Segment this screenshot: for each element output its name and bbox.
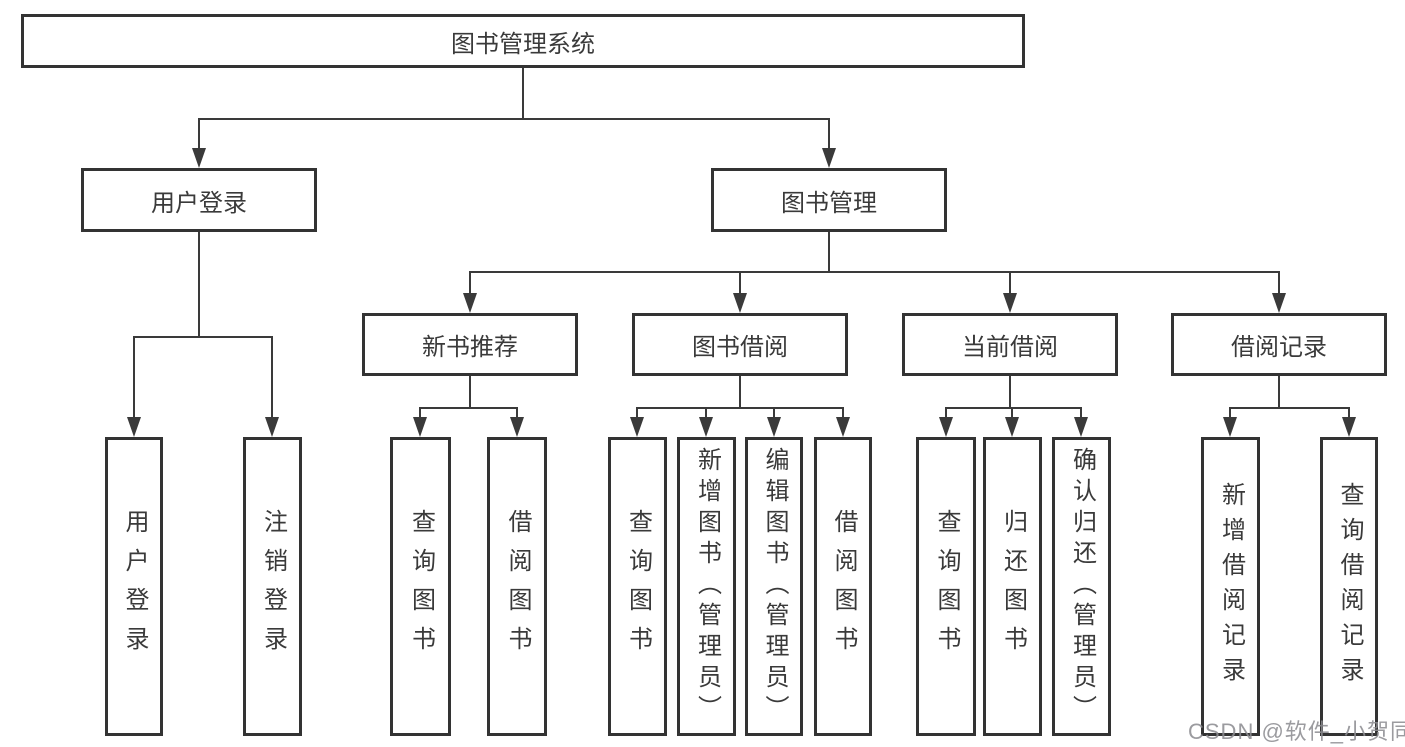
connector-line xyxy=(636,407,638,421)
node-user-login-label: 用户登录 xyxy=(151,189,247,217)
connector-arrow xyxy=(265,417,279,437)
connector-line xyxy=(1229,407,1231,421)
connector-arrow xyxy=(822,148,836,168)
connector-line xyxy=(419,407,421,421)
connector-line xyxy=(1009,376,1011,407)
leaf-query-books-borrowing-label: 查询图书 xyxy=(624,508,652,665)
connector-line xyxy=(828,118,830,150)
connector-line xyxy=(469,376,471,407)
connector-arrow xyxy=(939,417,953,437)
connector-arrow xyxy=(767,417,781,437)
leaf-query-books-recommend-label: 查询图书 xyxy=(407,508,435,665)
connector-line xyxy=(1278,376,1280,407)
connector-line xyxy=(198,118,830,120)
connector-arrow xyxy=(1074,417,1088,437)
connector-line xyxy=(198,118,200,150)
node-new-book-recommend-label: 新书推荐 xyxy=(422,334,518,361)
node-borrow-records-label: 借阅记录 xyxy=(1231,334,1327,361)
connector-arrow xyxy=(699,417,713,437)
connector-line xyxy=(469,271,1280,273)
connector-line xyxy=(739,376,741,407)
leaf-return-book-label: 归还图书 xyxy=(999,508,1027,665)
connector-arrow xyxy=(1003,293,1017,313)
connector-arrow xyxy=(192,148,206,168)
connector-line xyxy=(705,407,707,421)
node-root-label: 图书管理系统 xyxy=(451,30,595,58)
leaf-logout: 注销登录 xyxy=(243,437,302,736)
leaf-query-books-current-label: 查询图书 xyxy=(933,508,960,665)
leaf-user-login-label: 用户登录 xyxy=(121,508,148,665)
connector-arrow xyxy=(1272,293,1286,313)
connector-line xyxy=(773,407,775,421)
connector-line xyxy=(1278,271,1280,295)
connector-line xyxy=(945,407,1082,409)
connector-line xyxy=(516,407,518,421)
connector-arrow xyxy=(127,417,141,437)
connector-arrow xyxy=(630,417,644,437)
connector-arrow xyxy=(1005,417,1019,437)
leaf-logout-label: 注销登录 xyxy=(259,508,287,665)
node-new-book-recommend: 新书推荐 xyxy=(362,313,578,376)
leaf-return-book: 归还图书 xyxy=(983,437,1042,736)
node-book-management: 图书管理 xyxy=(711,168,947,232)
connector-arrow xyxy=(413,417,427,437)
connector-line xyxy=(419,407,517,409)
connector-line xyxy=(1009,271,1011,295)
connector-line xyxy=(636,407,843,409)
leaf-borrow-books-recommend-label: 借阅图书 xyxy=(504,508,531,665)
connector-arrow xyxy=(1342,417,1356,437)
leaf-query-books-borrowing: 查询图书 xyxy=(608,437,667,736)
connector-arrow xyxy=(1223,417,1237,437)
connector-line xyxy=(469,271,471,295)
leaf-add-borrow-record-label: 新增借阅记录 xyxy=(1217,481,1245,692)
leaf-query-borrow-record: 查询借阅记录 xyxy=(1320,437,1378,736)
leaf-add-borrow-record: 新增借阅记录 xyxy=(1201,437,1260,736)
connector-line xyxy=(739,271,741,295)
leaf-confirm-return-admin: 确认归还（管理员） xyxy=(1052,437,1111,736)
leaf-borrow-books-borrowing: 借阅图书 xyxy=(814,437,872,736)
watermark: CSDN @软件_小贺同学 xyxy=(1188,719,1405,744)
leaf-add-book-admin-label: 新增图书（管理员） xyxy=(693,447,721,726)
connector-arrow xyxy=(510,417,524,437)
node-root: 图书管理系统 xyxy=(21,14,1025,68)
connector-line xyxy=(1348,407,1350,421)
leaf-borrow-books-recommend: 借阅图书 xyxy=(487,437,547,736)
connector-arrow xyxy=(836,417,850,437)
connector-line xyxy=(828,232,830,271)
node-book-borrowing: 图书借阅 xyxy=(632,313,848,376)
node-borrow-records: 借阅记录 xyxy=(1171,313,1387,376)
connector-line xyxy=(133,336,135,419)
connector-line xyxy=(133,336,273,338)
leaf-query-books-current: 查询图书 xyxy=(916,437,976,736)
connector-line xyxy=(1229,407,1349,409)
node-current-borrowing: 当前借阅 xyxy=(902,313,1118,376)
connector-line xyxy=(945,407,947,421)
node-book-management-label: 图书管理 xyxy=(781,189,877,217)
node-user-login: 用户登录 xyxy=(81,168,317,232)
leaf-user-login: 用户登录 xyxy=(105,437,163,736)
leaf-add-book-admin: 新增图书（管理员） xyxy=(677,437,736,736)
node-current-borrowing-label: 当前借阅 xyxy=(962,334,1058,361)
leaf-edit-book-admin: 编辑图书（管理员） xyxy=(745,437,803,736)
leaf-query-books-recommend: 查询图书 xyxy=(390,437,451,736)
connector-line xyxy=(198,232,200,336)
node-book-borrowing-label: 图书借阅 xyxy=(692,334,788,361)
leaf-confirm-return-admin-label: 确认归还（管理员） xyxy=(1068,447,1096,726)
connector-line xyxy=(842,407,844,421)
connector-arrow xyxy=(463,293,477,313)
leaf-query-borrow-record-label: 查询借阅记录 xyxy=(1336,481,1363,692)
leaf-borrow-books-borrowing-label: 借阅图书 xyxy=(830,508,857,665)
leaf-edit-book-admin-label: 编辑图书（管理员） xyxy=(761,447,788,726)
connector-line xyxy=(522,68,524,118)
connector-line xyxy=(1080,407,1082,421)
connector-line xyxy=(1011,407,1013,421)
connector-line xyxy=(271,336,273,419)
connector-arrow xyxy=(733,293,747,313)
